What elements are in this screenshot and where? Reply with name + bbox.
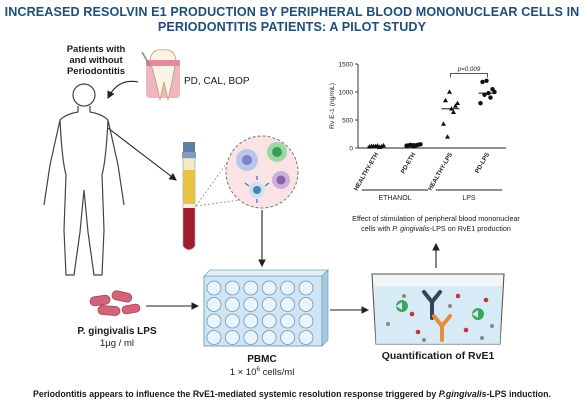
plate-well (280, 313, 296, 329)
category-label: HEALTHY-ETH (353, 151, 381, 192)
y-tick-label: 500 (342, 117, 353, 124)
plate-well (280, 297, 296, 312)
plate-well (298, 280, 314, 296)
category-label: PD-ETH (400, 151, 418, 175)
footer-conclusion: Periodontitis appears to influence the R… (0, 389, 584, 399)
patients-label: Patients with and without Periodontitis (56, 44, 136, 77)
y-tick-label: 0 (349, 145, 353, 152)
data-point (451, 109, 456, 114)
plate-well (206, 297, 222, 312)
title-line-1: INCREASED RESOLVIN E1 PRODUCTION BY PERI… (4, 5, 580, 19)
pbmc-count-prefix: 1 × 10 (229, 367, 257, 379)
patients-label-line-2: and without (69, 55, 123, 66)
lps-name-label: P. gingivalis LPS (77, 326, 157, 337)
category-label: HEALTHY-LPS (427, 152, 454, 192)
human-body-icon (43, 83, 125, 276)
y-tick-label: 1500 (339, 61, 354, 68)
plate-well (298, 297, 314, 312)
pbmc-count-label: 1 × 106 cells/ml (206, 366, 318, 378)
category-label: PD-LPS (474, 152, 491, 175)
group-label: ETHANOL (378, 195, 411, 202)
data-point (484, 78, 489, 84)
data-point (488, 95, 493, 100)
data-point (455, 100, 460, 105)
pbmc-zoom-circle (225, 135, 299, 209)
tooth-icon (141, 49, 180, 101)
pbmc-label: PBMC (247, 354, 277, 365)
effect-caption: Effect of stimulation of peripheral bloo… (346, 214, 526, 233)
data-point (443, 97, 448, 103)
plate-well (280, 330, 296, 345)
data-point (441, 121, 446, 126)
group-label: LPS (462, 195, 476, 202)
plate-well (298, 330, 314, 345)
plate-well (224, 297, 240, 312)
plate-well (243, 313, 259, 329)
plate-well (243, 297, 259, 312)
patients-label-line-3: Periodontitis (66, 66, 126, 77)
plate-well (206, 313, 222, 329)
data-point (482, 92, 487, 98)
effect-caption-line-2-post: -LPS on RvE1 production (429, 223, 511, 233)
clinical-params-label: PD, CAL, BOP (184, 76, 250, 87)
effect-caption-line-1: Effect of stimulation of peripheral bloo… (352, 214, 520, 223)
lps-dose-label: 1µg / ml (100, 338, 134, 349)
plate-well (298, 313, 314, 329)
y-tick-label: 1000 (339, 89, 354, 96)
pbmc-count-suffix: cells/ml (260, 367, 295, 379)
plate-well (261, 297, 277, 312)
significance-bracket (450, 73, 488, 78)
plate-well (243, 330, 259, 345)
plate-well (206, 330, 222, 345)
data-point (445, 134, 450, 139)
quantification-label: Quantification of RvE1 (381, 350, 495, 362)
tooth-to-patient-arrow (107, 80, 139, 99)
footer-post: -LPS induction. (486, 389, 552, 399)
bacteria-icon (89, 290, 141, 316)
p-value-annotation: p=0.009 (457, 66, 481, 73)
plate-well (261, 280, 277, 296)
plate-well (224, 330, 240, 345)
plate-well (224, 280, 240, 296)
data-point (447, 89, 452, 94)
title-line-2: PERIODONTITIS PATIENTS: A PILOT STUDY (157, 20, 427, 34)
plate-well (261, 313, 277, 329)
effect-caption-line-2-italic: P. gingivalis (392, 223, 430, 233)
effect-caption-line-2-pre: cells with (361, 223, 393, 233)
plate-well (206, 280, 222, 296)
footer-pre: Periodontitis appears to influence the R… (32, 389, 439, 399)
quantification-container-icon (371, 273, 505, 345)
data-point (418, 142, 423, 147)
y-axis-label: Rv E-1 (ng/mL) (329, 83, 336, 129)
pbmc-count-exponent: 6 (256, 366, 260, 373)
blood-tube-icon (182, 142, 196, 251)
patient-to-tube-arrow (107, 127, 177, 181)
plate-well (224, 313, 240, 329)
effect-caption-line-2: cells with P. gingivalis-LPS on RvE1 pro… (346, 224, 526, 234)
plate-well (280, 280, 296, 296)
rve1-scatter-chart: 0 500 1000 1500 Rv E-1 (ng/mL) HEALTHY-ETH PD-… (329, 61, 506, 202)
data-point (480, 79, 485, 85)
data-point (478, 101, 483, 106)
data-point (453, 103, 458, 108)
plate-well (243, 280, 259, 296)
patients-label-line-1: Patients with (66, 44, 126, 55)
footer-italic: P.gingivalis (438, 389, 487, 399)
plate-well (261, 330, 277, 345)
well-plate-icon (203, 269, 329, 347)
